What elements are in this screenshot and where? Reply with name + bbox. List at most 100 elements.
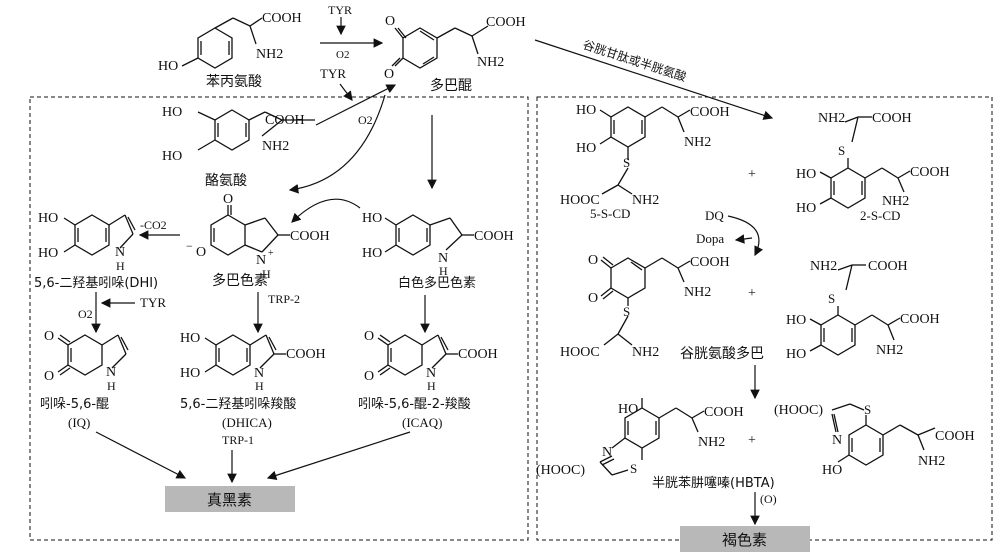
- svg-text:HOOC: HOOC: [560, 345, 600, 360]
- svg-text:+: +: [748, 167, 756, 182]
- phenylalanine-structure: HO COOH NH2: [158, 11, 302, 74]
- svg-text:DQ: DQ: [705, 208, 724, 223]
- svg-text:COOH: COOH: [486, 15, 526, 30]
- svg-text:S: S: [623, 304, 630, 319]
- svg-text:NH2: NH2: [684, 135, 711, 150]
- svg-text:HO: HO: [362, 246, 382, 261]
- dopachrome-structure: O O − N + COOH H: [186, 192, 330, 281]
- svg-text:S: S: [828, 291, 835, 306]
- svg-text:TYR: TYR: [320, 66, 346, 81]
- svg-text:NH2: NH2: [818, 111, 845, 126]
- svg-text:N: N: [426, 366, 436, 381]
- svg-text:NH2: NH2: [477, 55, 504, 70]
- leucodopachrome-structure: HO HO COOH N H: [362, 211, 514, 278]
- dopaquinone-structure: O O COOH NH2: [384, 14, 526, 82]
- svg-text:HO: HO: [576, 103, 596, 118]
- label-tyrosine: 酪氨酸: [205, 173, 247, 189]
- svg-text:NH2: NH2: [632, 193, 659, 208]
- eumelanin-region: [29, 96, 529, 541]
- label-dopachrome: 多巴色素: [212, 272, 268, 289]
- svg-text:COOH: COOH: [458, 347, 498, 362]
- svg-text:NH2: NH2: [876, 343, 903, 358]
- quinone-conjugate-structure: O O COOH NH2 S HOOC NH2: [560, 253, 730, 360]
- svg-text:O: O: [44, 329, 54, 344]
- svg-text:S: S: [630, 461, 637, 476]
- label-pheomelanin: 褐色素: [722, 531, 767, 549]
- label-icaq: 吲哚-5,6-醌-2-羧酸: [358, 396, 471, 412]
- icaq-structure: O O COOH N H: [364, 329, 498, 393]
- hbta-right-structure: (HOOC) S N COOH NH2 HO: [774, 402, 975, 478]
- svg-text:H: H: [107, 379, 116, 393]
- svg-text:COOH: COOH: [704, 405, 744, 420]
- svg-text:HO: HO: [618, 402, 638, 417]
- svg-text:N: N: [438, 251, 448, 266]
- svg-text:HO: HO: [158, 59, 178, 74]
- svg-text:HO: HO: [38, 211, 58, 226]
- svg-text:COOH: COOH: [286, 347, 326, 362]
- svg-text:O: O: [588, 253, 598, 268]
- five-s-cd-structure: HO HO COOH NH2 S HOOC NH2: [560, 103, 730, 208]
- svg-text:H: H: [439, 264, 448, 278]
- svg-text:-CO2: -CO2: [140, 218, 167, 232]
- svg-text:S: S: [838, 143, 845, 158]
- label-iq: 吲哚-5,6-醌: [40, 397, 109, 412]
- svg-text:NH2: NH2: [698, 435, 725, 450]
- arrow-dq-to-conjugates: [534, 39, 774, 120]
- svg-text:HO: HO: [38, 246, 58, 261]
- svg-text:HO: HO: [786, 313, 806, 328]
- svg-text:(O): (O): [760, 492, 777, 506]
- svg-text:O2: O2: [358, 113, 373, 127]
- label-glutathionyl-dopa: 谷胱氨酸多巴: [680, 345, 764, 362]
- svg-text:HO: HO: [786, 347, 806, 362]
- label-5-s-cd: 5-S-CD: [590, 206, 630, 221]
- svg-text:O: O: [196, 245, 206, 260]
- svg-text:O2: O2: [78, 307, 93, 321]
- svg-text:HO: HO: [822, 463, 842, 478]
- svg-text:NH2: NH2: [262, 139, 289, 154]
- svg-text:COOH: COOH: [900, 312, 940, 327]
- dhi-structure: HO HO N H: [38, 211, 136, 273]
- svg-text:O: O: [44, 369, 54, 384]
- svg-text:COOH: COOH: [474, 229, 514, 244]
- svg-text:TRP-1: TRP-1: [222, 433, 254, 447]
- svg-text:HO: HO: [180, 366, 200, 381]
- svg-text:HO: HO: [162, 149, 182, 164]
- svg-text:+: +: [748, 286, 756, 301]
- svg-text:N: N: [106, 365, 116, 380]
- svg-text:NH2: NH2: [632, 345, 659, 360]
- svg-text:N: N: [832, 433, 842, 448]
- svg-text:−: −: [186, 239, 193, 253]
- svg-text:HO: HO: [162, 105, 182, 120]
- svg-text:NH2: NH2: [882, 194, 909, 209]
- label-dhi: 5,6-二羟基吲哚(DHI): [34, 276, 158, 291]
- svg-text:HO: HO: [180, 331, 200, 346]
- svg-text:TRP-2: TRP-2: [268, 292, 300, 306]
- label-phenylalanine: 苯丙氨酸: [206, 73, 262, 90]
- hbta-left-structure: HO COOH NH2 N S (HOOC): [536, 398, 744, 478]
- dhica-structure: HO HO COOH N H: [180, 331, 326, 393]
- label-icaq-abbr: (ICAQ): [402, 415, 442, 430]
- svg-text:O: O: [364, 329, 374, 344]
- svg-text:N: N: [254, 366, 264, 381]
- label-leucodopachrome: 白色多巴色素: [398, 275, 476, 291]
- svg-text:TYR: TYR: [328, 3, 352, 17]
- svg-text:(HOOC): (HOOC): [774, 403, 823, 418]
- svg-text:N: N: [115, 245, 125, 260]
- svg-text:S: S: [623, 155, 630, 170]
- tyrosine-structure: HO HO COOH NH2: [162, 105, 315, 164]
- svg-text:NH2: NH2: [918, 454, 945, 469]
- svg-text:O: O: [384, 67, 394, 82]
- svg-text:O: O: [364, 369, 374, 384]
- svg-text:COOH: COOH: [690, 255, 730, 270]
- svg-text:TYR: TYR: [140, 295, 166, 310]
- svg-text:O: O: [588, 291, 598, 306]
- svg-text:COOH: COOH: [690, 105, 730, 120]
- svg-text:NH2: NH2: [684, 285, 711, 300]
- svg-text:N: N: [602, 445, 612, 460]
- svg-text:N: N: [256, 253, 266, 268]
- svg-text:HO: HO: [796, 167, 816, 182]
- label-dhica: 5,6-二羟基吲哚羧酸: [180, 396, 296, 412]
- svg-text:COOH: COOH: [872, 111, 912, 126]
